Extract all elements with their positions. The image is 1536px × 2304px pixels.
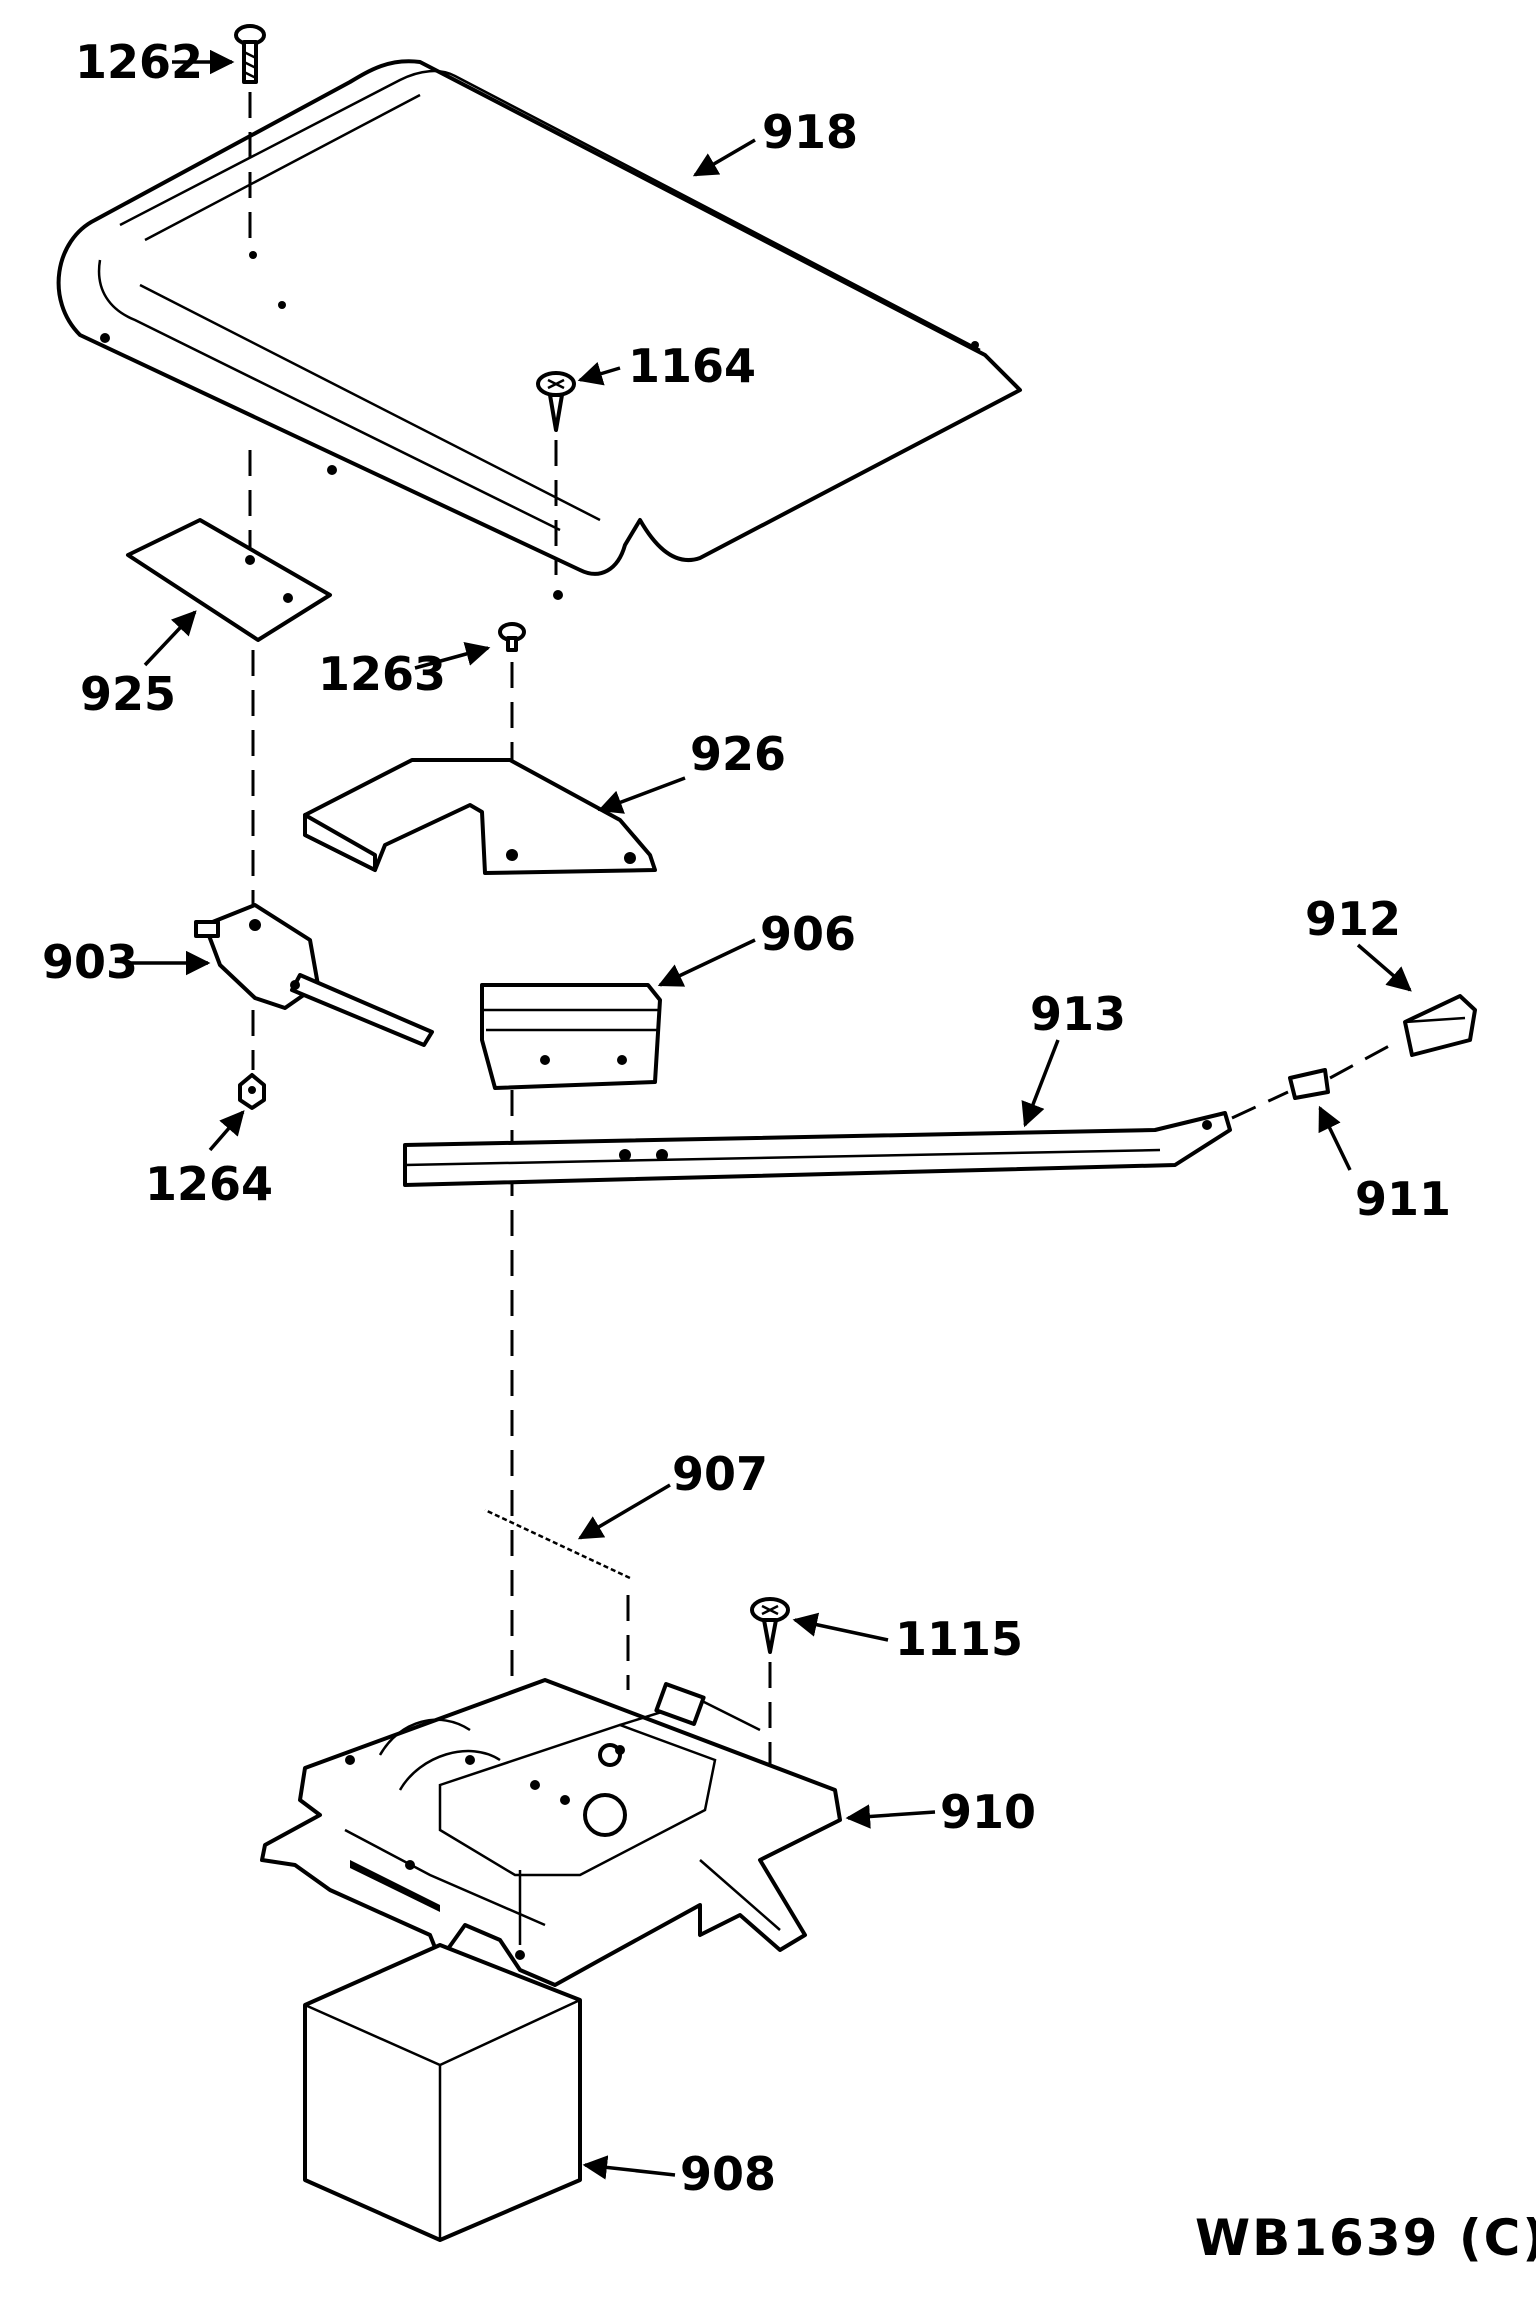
- leader-1264: [208, 1110, 245, 1152]
- slide-block-906: [480, 983, 662, 1090]
- callout-1263: 1263: [318, 647, 446, 701]
- leader-1263: [414, 642, 491, 670]
- leader-926: [597, 776, 686, 814]
- leader-910: [845, 1804, 936, 1829]
- screw-1115: [750, 1597, 790, 1654]
- callout-907: 907: [672, 1447, 768, 1501]
- callout-918: 918: [762, 105, 858, 159]
- leader-906: [657, 938, 756, 987]
- assembly-line-912: [1329, 1038, 1401, 1080]
- leader-918: [692, 138, 756, 177]
- callout-903: 903: [42, 935, 138, 989]
- leader-1164: [577, 361, 621, 386]
- screw-1263: [498, 622, 526, 652]
- cover-plate-918: [56, 59, 1022, 600]
- callout-913: 913: [1030, 987, 1126, 1041]
- leader-913: [1021, 1039, 1060, 1128]
- clip-911: [1288, 1068, 1330, 1100]
- mechanism-plate-910: [260, 1678, 842, 1987]
- callout-1164: 1164: [628, 339, 756, 393]
- leader-907: [577, 1483, 671, 1540]
- callout-1262: 1262: [75, 35, 203, 89]
- motor-block-908: [303, 1943, 582, 2242]
- assembly-line-911: [1231, 1090, 1289, 1120]
- cap-912: [1403, 994, 1477, 1057]
- lever-913: [403, 1111, 1232, 1187]
- bracket-926: [303, 758, 657, 875]
- nut-1264: [238, 1073, 266, 1110]
- callout-926: 926: [690, 727, 786, 781]
- callout-911: 911: [1355, 1172, 1451, 1226]
- leader-908: [582, 2155, 676, 2180]
- callout-910: 910: [940, 1785, 1036, 1839]
- callout-925: 925: [80, 667, 176, 721]
- leader-912: [1356, 943, 1412, 992]
- callout-906: 906: [760, 907, 856, 961]
- screw-1262: [234, 24, 266, 84]
- callout-908: 908: [680, 2147, 776, 2201]
- callout-1264: 1264: [145, 1157, 273, 1211]
- switch-903: [194, 903, 434, 1047]
- spring-907: [484, 1508, 631, 1580]
- insulator-925: [126, 518, 332, 642]
- leader-911: [1318, 1105, 1352, 1171]
- screw-1164: [536, 371, 576, 432]
- leader-925: [143, 610, 197, 667]
- drawing-code: WB1639 (C): [1195, 2209, 1536, 2267]
- callout-1115: 1115: [895, 1612, 1023, 1666]
- callout-912: 912: [1305, 892, 1401, 946]
- leader-1115: [792, 1612, 889, 1642]
